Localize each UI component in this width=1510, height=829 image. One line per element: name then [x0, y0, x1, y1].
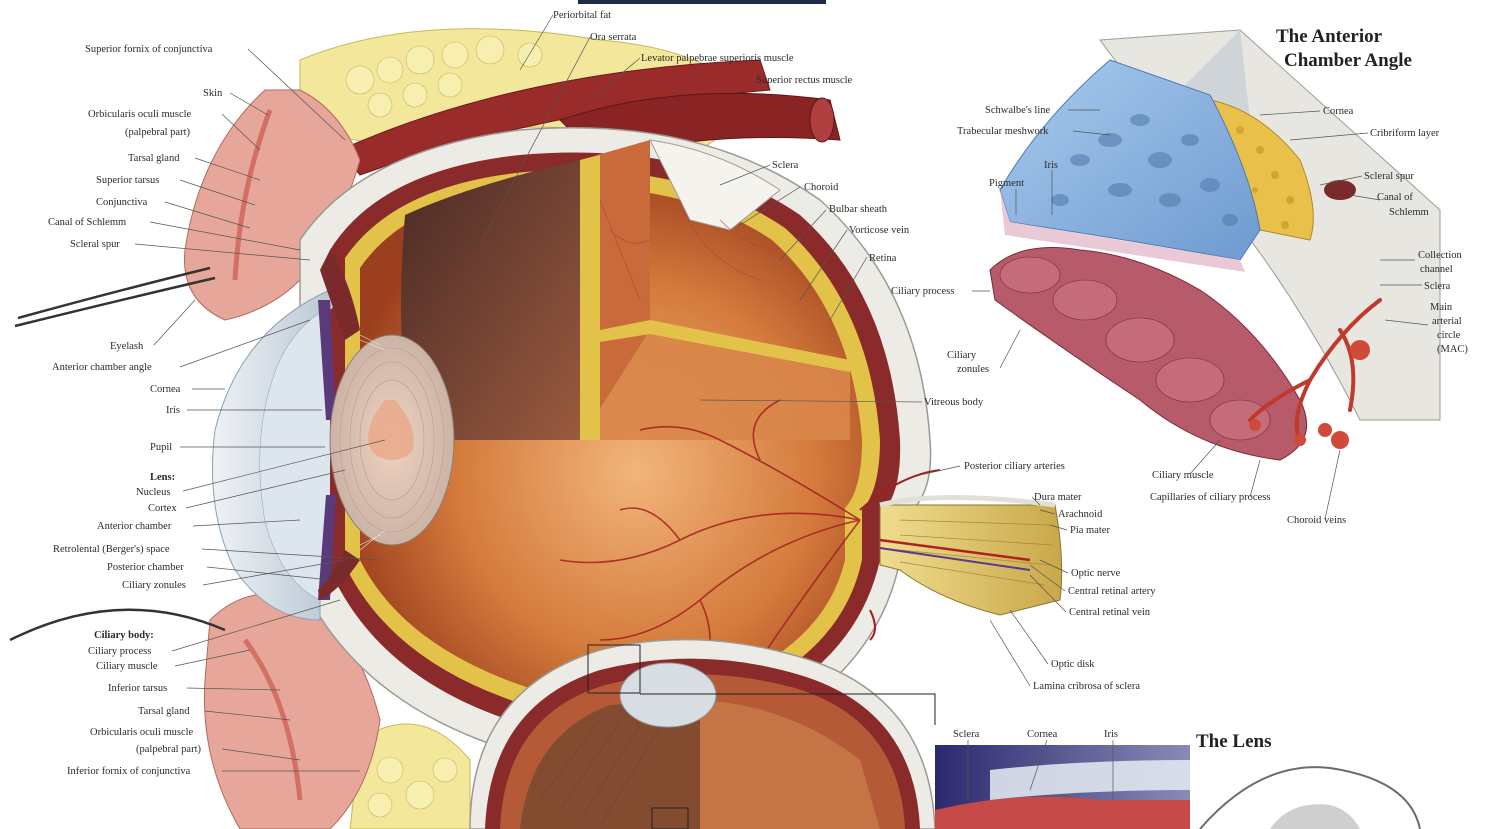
angle-inset [990, 30, 1440, 460]
label-mac-4: (MAC) [1437, 344, 1468, 355]
anterior-angle-title-line2: Chamber Angle [1284, 50, 1412, 71]
label-canal-of-1: Canal of [1377, 192, 1413, 203]
label-anterior-chamber: Anterior chamber [97, 521, 172, 532]
label-ciliary-zonules-r1: Ciliary [947, 350, 977, 361]
label-ciliary-muscle: Ciliary muscle [96, 661, 158, 672]
label-superior-rectus: Superior rectus muscle [756, 75, 853, 86]
label-retrolental: Retrolental (Berger's) space [53, 544, 170, 555]
label-cribriform-layer: Cribriform layer [1370, 128, 1440, 139]
label-ora-serrata: Ora serrata [590, 32, 637, 43]
label-pigment: Pigment [989, 178, 1024, 189]
optic-nerve [880, 505, 1062, 615]
label-ciliary-zonules: Ciliary zonules [122, 580, 186, 591]
label-iris-r: Iris [1044, 160, 1058, 171]
label-eyelash: Eyelash [110, 341, 144, 352]
label-orbicularis-inf-1: Orbicularis oculi muscle [90, 727, 194, 738]
label-trabecular-meshwork: Trabecular meshwork [957, 126, 1049, 137]
label-vitreous-body: Vitreous body [924, 397, 984, 408]
label-sclera: Sclera [772, 160, 799, 171]
label-lens-cornea: Cornea [1027, 729, 1058, 740]
label-cortex: Cortex [148, 503, 177, 514]
label-pupil: Pupil [150, 442, 172, 453]
top-frame-strip [578, 0, 826, 4]
label-sclera-r: Sclera [1424, 281, 1451, 292]
label-cornea: Cornea [150, 384, 181, 395]
label-dura-mater: Dura mater [1034, 492, 1082, 503]
label-cornea-r: Cornea [1323, 106, 1354, 117]
label-retina: Retina [869, 253, 897, 264]
lens-title: The Lens [1196, 731, 1272, 752]
eyelash-upper [18, 268, 210, 318]
label-optic-nerve: Optic nerve [1071, 568, 1121, 579]
label-mac-1: Main [1430, 302, 1453, 313]
label-tarsal-gland-sup: Tarsal gland [128, 153, 180, 164]
label-lamina-cribrosa: Lamina cribrosa of sclera [1033, 681, 1140, 692]
label-orbicularis-sup-1: Orbicularis oculi muscle [88, 109, 192, 120]
label-posterior-chamber: Posterior chamber [107, 562, 184, 573]
label-choroid-veins: Choroid veins [1287, 515, 1346, 526]
label-canal-schlemm: Canal of Schlemm [48, 217, 126, 228]
label-lens-iris: Iris [1104, 729, 1118, 740]
label-bulbar-sheath: Bulbar sheath [829, 204, 888, 215]
label-superior-tarsus: Superior tarsus [96, 175, 159, 186]
label-lens-sclera: Sclera [953, 729, 980, 740]
label-orbicularis-sup-2: (palpebral part) [125, 127, 191, 138]
label-inferior-fornix: Inferior fornix of conjunctiva [67, 766, 191, 777]
label-pia-mater: Pia mater [1070, 525, 1110, 536]
label-scleral-spur-r: Scleral spur [1364, 171, 1414, 182]
bottom-lens [620, 663, 716, 727]
label-superior-fornix: Superior fornix of conjunctiva [85, 44, 213, 55]
labels-left: Superior fornix of conjunctiva Skin Orbi… [48, 44, 223, 777]
label-central-retinal-artery: Central retinal artery [1068, 586, 1156, 597]
label-central-retinal-vein: Central retinal vein [1069, 607, 1151, 618]
label-posterior-ciliary-arteries: Posterior ciliary arteries [964, 461, 1065, 472]
label-tarsal-gland-inf: Tarsal gland [138, 706, 190, 717]
lens-inset [935, 745, 1420, 829]
label-canal-of-2: Schlemm [1389, 207, 1429, 218]
label-orbicularis-inf-2: (palpebral part) [136, 744, 202, 755]
label-collection-1: Collection [1418, 250, 1462, 261]
label-iris: Iris [166, 405, 180, 416]
label-nucleus: Nucleus [136, 487, 170, 498]
label-skin: Skin [203, 88, 223, 99]
label-scleral-spur: Scleral spur [70, 239, 120, 250]
label-ciliary-body-head: Ciliary body: [94, 630, 154, 641]
label-optic-disk: Optic disk [1051, 659, 1095, 670]
anterior-angle-title-line1: The Anterior [1276, 26, 1383, 47]
label-mac-3: circle [1437, 330, 1461, 341]
label-periorbital-fat: Periorbital fat [553, 10, 611, 21]
label-lens-head: Lens: [150, 472, 175, 483]
label-ciliary-process-r: Ciliary process [891, 286, 954, 297]
label-arachnoid: Arachnoid [1058, 509, 1103, 520]
label-ciliary-process: Ciliary process [88, 646, 151, 657]
label-vorticose-vein: Vorticose vein [849, 225, 910, 236]
label-levator: Levator palpebrae superioris muscle [641, 53, 794, 64]
label-mac-2: arterial [1432, 316, 1462, 327]
label-ciliary-muscle-r: Ciliary muscle [1152, 470, 1214, 481]
label-collection-2: channel [1420, 264, 1453, 275]
label-anterior-chamber-angle: Anterior chamber angle [52, 362, 152, 373]
label-capillaries: Capillaries of ciliary process [1150, 492, 1270, 503]
label-schwalbe-line: Schwalbe's line [985, 105, 1051, 116]
label-choroid: Choroid [804, 182, 839, 193]
labels-lens-inset: Sclera Cornea Iris [953, 729, 1118, 740]
label-ciliary-zonules-r2: zonules [957, 364, 989, 375]
label-inferior-tarsus: Inferior tarsus [108, 683, 167, 694]
label-conjunctiva: Conjunctiva [96, 197, 148, 208]
